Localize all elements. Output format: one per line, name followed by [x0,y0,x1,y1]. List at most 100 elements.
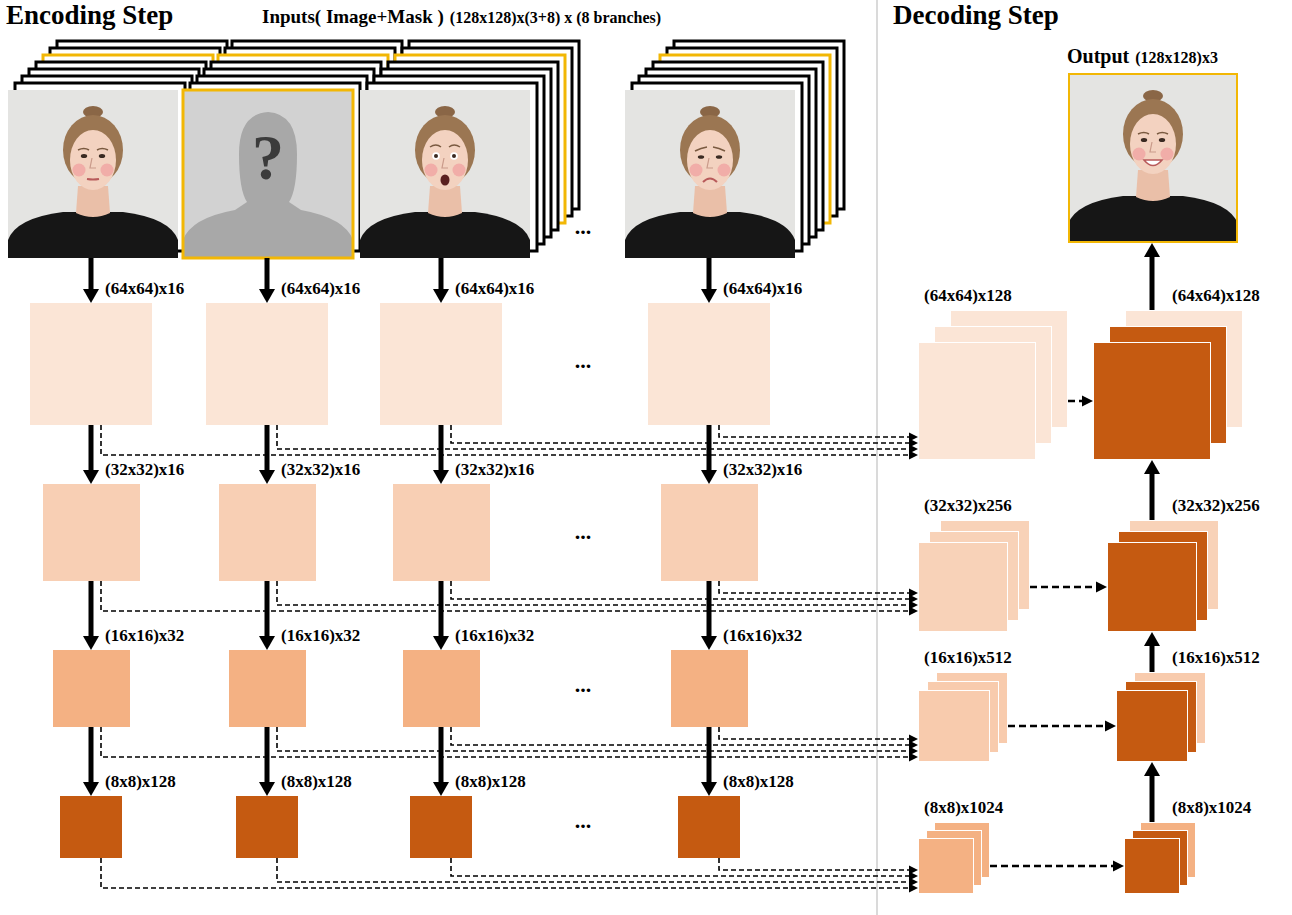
mask-frame [183,90,353,258]
connector [83,727,99,796]
connector-line [89,581,94,639]
feature-map: (8x8)x128 [678,796,740,858]
feature-map-layer [918,542,1008,632]
connector-line [1008,725,1107,727]
eye-pupil [452,154,456,158]
label-slot: ... [575,519,592,544]
arrowhead [83,636,99,650]
ellipsis: ... [575,808,592,833]
arrowhead [1113,861,1124,872]
label-slot: ... [575,214,592,239]
connector-line [719,727,911,739]
feature-map: (32x32)x16 [393,484,490,581]
face-photo [360,90,530,258]
connector [451,858,918,881]
heading-slot: (8x8)x128 [723,772,794,792]
arrowhead [1144,632,1160,646]
connector [101,727,918,762]
connector [719,727,918,744]
heading-slot: (64x64)x16 [281,279,360,299]
feature-map: (16x16)x32 [229,650,306,727]
dimension-label: (16x16)x32 [455,626,534,645]
dimension-label: (64x64)x16 [281,279,360,298]
decoder-feature-stack: (16x16)x512 [1116,672,1206,762]
dimension-label: (8x8)x128 [455,772,526,791]
dimension-label: (8x8)x1024 [1172,798,1251,817]
dimension-label: (32x32)x16 [281,460,360,479]
arrowhead [701,470,717,484]
connector-line [101,581,911,611]
eye-white [450,152,458,160]
face-mouth [87,179,99,181]
connector-line [1030,586,1098,588]
feature-map-layer [918,690,990,762]
ellipsis: ... [575,214,592,239]
heading-slot: (32x32)x16 [105,460,184,480]
connector-line [707,581,712,639]
input-size: (128x128)x(3+8) x (8 branches) [450,9,661,26]
connector [719,858,918,875]
heading-slot: (64x64)x128 [1172,286,1260,306]
feature-map: (16x16)x32 [53,650,130,727]
arrowhead [83,289,99,303]
ellipsis: ... [575,348,592,373]
connector [259,727,275,796]
connector-line [439,727,444,785]
connector [101,425,918,460]
mask-question-mark: ? [252,122,284,193]
connector [1030,582,1107,593]
label-slot: ... [575,808,592,833]
arrowhead [1082,396,1093,407]
connector-line [1150,643,1155,672]
heading-slot: (32x32)x16 [455,460,534,480]
arrowhead [1096,582,1107,593]
label-slot: ? [252,126,284,190]
heading-slot: (16x16)x32 [105,626,184,646]
arrowhead [701,289,717,303]
connector-line [1150,773,1155,822]
feature-map: (8x8)x128 [410,796,472,858]
dimension-label: (8x8)x128 [281,772,352,791]
arrowhead [83,782,99,796]
connector [990,861,1124,872]
eye-white [432,152,440,160]
dimension-label: (8x8)x1024 [924,798,1003,817]
output-size: (128x128)x3 [1135,49,1218,66]
mouth-sad [703,179,717,183]
arrowhead [259,782,275,796]
heading-slot: (8x8)x1024 [1172,798,1251,818]
connector [451,581,918,604]
connector-line [1068,400,1084,402]
face-photo [8,90,178,258]
connector [83,425,99,484]
arrow-shaft [707,258,712,291]
connector-line [1150,471,1155,520]
feature-map-layer [1116,690,1188,762]
dimension-label: (8x8)x128 [105,772,176,791]
connector-line [89,727,94,785]
arrow-shaft [89,258,94,291]
heading-slot: Output(128x128)x3 [1067,45,1218,68]
arrowhead [433,289,449,303]
connector [719,425,918,442]
heading-slot: (16x16)x32 [455,626,534,646]
arrowhead [1144,243,1160,257]
arrowhead [259,470,275,484]
connector-line [451,858,911,876]
dimension-label: (16x16)x32 [105,626,184,645]
input-arrow [433,258,449,303]
dimension-label: (64x64)x16 [105,279,184,298]
arrowhead [909,735,918,744]
face-smile [1144,160,1162,166]
connector-line [101,425,911,455]
connector [277,727,918,756]
arrowhead [909,433,918,442]
eye [698,155,704,159]
connector-line [707,727,712,785]
connector [101,858,918,893]
heading-slot: (64x64)x16 [723,279,802,299]
dimension-label: (32x32)x16 [105,460,184,479]
connector-line [277,425,911,449]
arrowhead [433,636,449,650]
heading-slot: (16x16)x512 [924,648,1012,668]
